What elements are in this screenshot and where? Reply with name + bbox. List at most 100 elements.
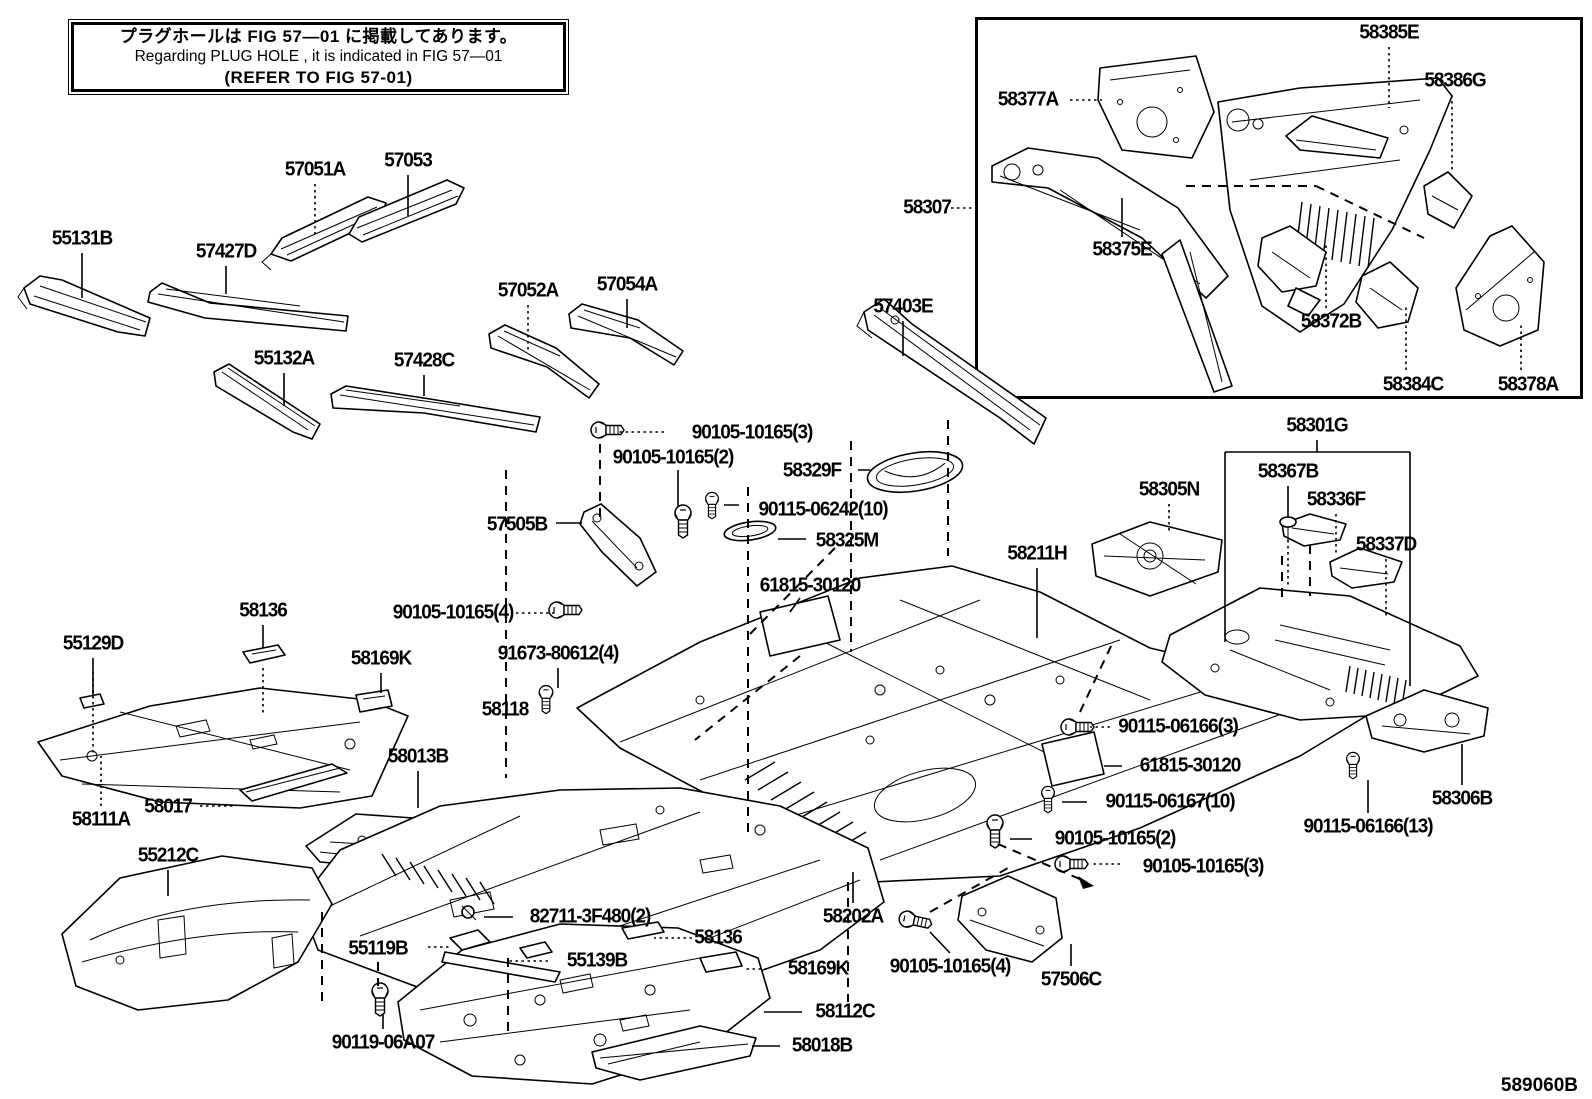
part-55139b-support — [441, 951, 561, 983]
part-label-90115-06166-3-[interactable]: 90115-06166(3) — [1118, 715, 1239, 738]
part-58301g-rear-pan — [1161, 587, 1479, 721]
part-label-58111a[interactable]: 58111A — [71, 808, 131, 831]
part-label-82711-3f480-2-[interactable]: 82711-3F480(2) — [529, 905, 652, 928]
part-label-57506c[interactable]: 57506C — [1040, 968, 1102, 991]
part-label-58337d[interactable]: 58337D — [1355, 533, 1417, 556]
part-57053-member — [348, 179, 465, 243]
part-label-90105-10165-4-[interactable]: 90105-10165(4) — [392, 601, 515, 624]
inset-left-rail — [991, 147, 1233, 393]
figure-code: 589060B — [1500, 1075, 1578, 1096]
part-label-58336f[interactable]: 58336F — [1306, 488, 1366, 511]
part-57506c-bracket — [957, 875, 1063, 963]
part-label-55129d[interactable]: 55129D — [62, 632, 124, 655]
part-label-57051a[interactable]: 57051A — [284, 158, 346, 181]
part-label-58305n[interactable]: 58305N — [1138, 478, 1200, 501]
part-label-90115-06166-13-[interactable]: 90115-06166(13) — [1303, 815, 1433, 838]
part-label-55139b[interactable]: 55139B — [566, 949, 628, 972]
part-58169k-clip-upper — [355, 689, 393, 713]
part-label-55131b[interactable]: 55131B — [51, 227, 113, 250]
part-label-57053[interactable]: 57053 — [384, 149, 433, 172]
part-label-90105-10165-2-[interactable]: 90105-10165(2) — [1054, 827, 1177, 850]
part-label-58018b[interactable]: 58018B — [791, 1034, 853, 1057]
part-label-58385e[interactable]: 58385E — [1359, 21, 1419, 44]
part-label-58013b[interactable]: 58013B — [387, 745, 449, 768]
part-57403e-support — [856, 298, 1047, 445]
part-label-58378a[interactable]: 58378A — [1497, 373, 1559, 396]
part-57505b-bracket — [579, 503, 657, 587]
part-58018b-reinforcement — [591, 1025, 757, 1081]
note-line-refer: (REFER TO FIG 57-01) — [224, 67, 413, 87]
part-58306b-panel — [1365, 689, 1489, 753]
part-label-58112c[interactable]: 58112C — [815, 1000, 875, 1023]
part-label-58386g[interactable]: 58386G — [1424, 69, 1486, 92]
part-label-58118[interactable]: 58118 — [481, 698, 530, 721]
part-61815-pad-right — [1041, 731, 1105, 787]
part-label-58367b[interactable]: 58367B — [1257, 460, 1319, 483]
part-57427d-member — [147, 282, 349, 332]
part-55131b-member — [17, 275, 151, 337]
part-58337d-bracket — [1329, 547, 1403, 589]
part-label-58372b[interactable]: 58372B — [1300, 310, 1362, 333]
inset-58378a-panel — [1455, 225, 1545, 347]
note-line-japanese: プラグホールは FIG 57—01 に掲載してあります。 — [119, 27, 518, 47]
part-label-58211h[interactable]: 58211H — [1007, 542, 1067, 565]
part-label-58325m[interactable]: 58325M — [815, 529, 879, 552]
part-58169k-clip-lower — [699, 951, 743, 973]
part-label-58375e[interactable]: 58375E — [1092, 238, 1152, 261]
part-label-57054a[interactable]: 57054A — [596, 273, 658, 296]
part-label-61815-30120[interactable]: 61815-30120 — [1139, 754, 1242, 777]
part-58136-clip-upper — [242, 644, 286, 664]
part-label-58301g[interactable]: 58301G — [1286, 414, 1348, 437]
inset-58372b-bracket — [1257, 225, 1327, 317]
part-58336f-bracket — [1281, 513, 1347, 547]
part-label-90105-10165-3-[interactable]: 90105-10165(3) — [691, 421, 814, 444]
part-label-58169k[interactable]: 58169K — [787, 957, 849, 980]
inset-58377a-panel — [1097, 55, 1215, 159]
part-label-58329f[interactable]: 58329F — [782, 459, 842, 482]
part-label-58136[interactable]: 58136 — [694, 926, 743, 949]
part-label-57403e[interactable]: 57403E — [873, 295, 933, 318]
part-58329f-cover — [866, 450, 964, 494]
part-label-61815-30120[interactable]: 61815-30120 — [759, 574, 862, 597]
part-label-57428c[interactable]: 57428C — [393, 349, 455, 372]
part-label-58384c[interactable]: 58384C — [1382, 373, 1444, 396]
part-label-90119-06a07[interactable]: 90119-06A07 — [331, 1031, 436, 1054]
part-label-57427d[interactable]: 57427D — [195, 240, 257, 263]
part-label-55212c[interactable]: 55212C — [137, 844, 199, 867]
part-57054a-member — [568, 303, 684, 366]
part-label-91673-80612-4-[interactable]: 91673-80612(4) — [497, 642, 620, 665]
part-label-58169k[interactable]: 58169K — [350, 647, 412, 670]
part-57052a-member — [488, 324, 600, 399]
part-label-58306b[interactable]: 58306B — [1431, 787, 1493, 810]
part-label-55119b[interactable]: 55119B — [348, 937, 408, 960]
part-55212c-insulator — [61, 855, 333, 1011]
plug-hole-note-inner: プラグホールは FIG 57—01 に掲載してあります。 Regarding P… — [71, 22, 566, 92]
part-label-58136[interactable]: 58136 — [239, 599, 288, 622]
part-82711-clip — [461, 905, 477, 921]
part-label-58017[interactable]: 58017 — [144, 795, 193, 818]
part-label-90105-10165-4-[interactable]: 90105-10165(4) — [889, 955, 1012, 978]
part-label-55132a[interactable]: 55132A — [253, 347, 315, 370]
inset-detail-box — [975, 17, 1583, 399]
part-label-90115-06242-10-[interactable]: 90115-06242(10) — [758, 498, 888, 521]
part-label-58202a[interactable]: 58202A — [822, 905, 884, 928]
part-label-90105-10165-3-[interactable]: 90105-10165(3) — [1142, 855, 1265, 878]
part-label-58377a[interactable]: 58377A — [997, 88, 1059, 111]
part-58305n-panel — [1091, 521, 1223, 597]
part-58017-reinforcement — [239, 763, 348, 802]
part-58325m-pad — [723, 520, 777, 542]
part-label-57505b[interactable]: 57505B — [486, 513, 548, 536]
inset-58384c-bracket — [1355, 261, 1419, 329]
inset-58385e-bracket — [1285, 115, 1389, 159]
part-57428c-member — [330, 385, 541, 433]
part-label-58307[interactable]: 58307 — [903, 196, 952, 219]
part-label-90115-06167-10-[interactable]: 90115-06167(10) — [1105, 790, 1235, 813]
dashed-arrowhead — [1078, 876, 1094, 889]
inset-58386g-bracket — [1423, 171, 1473, 229]
part-label-90105-10165-2-[interactable]: 90105-10165(2) — [612, 446, 735, 469]
part-61815-pad-left — [759, 595, 841, 657]
part-label-57052a[interactable]: 57052A — [497, 279, 559, 302]
